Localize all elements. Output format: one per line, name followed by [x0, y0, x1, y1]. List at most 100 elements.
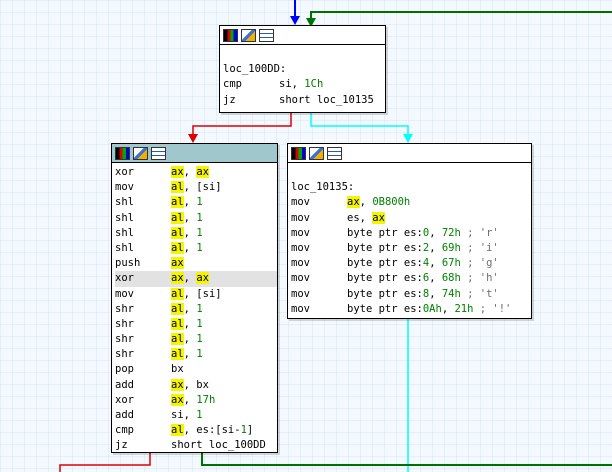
xref-list-icon[interactable]	[327, 146, 342, 160]
numeric-operand[interactable]: 2	[422, 241, 430, 254]
xref-list-icon[interactable]	[151, 146, 166, 160]
mnemonic[interactable]: shl	[115, 196, 134, 209]
mnemonic[interactable]: mov	[291, 241, 310, 254]
mnemonic[interactable]: shl	[115, 226, 134, 239]
mnemonic[interactable]: shr	[115, 348, 134, 361]
register-operand[interactable]: al	[171, 287, 184, 300]
instruction-row[interactable]: loc_10135:	[291, 180, 531, 195]
register-operand[interactable]: ax	[196, 272, 209, 285]
numeric-operand[interactable]: 6	[422, 272, 430, 285]
register-operand[interactable]: al	[171, 424, 184, 437]
numeric-operand[interactable]: 4	[422, 257, 430, 270]
mnemonic[interactable]: shl	[115, 241, 134, 254]
register-operand[interactable]: ax	[171, 393, 184, 406]
graph-overview-icon[interactable]	[291, 146, 306, 160]
edit-node-icon[interactable]	[241, 28, 256, 42]
register-operand[interactable]: al	[171, 317, 184, 330]
numeric-operand[interactable]: 68h	[441, 272, 461, 285]
register-operand[interactable]: al	[171, 196, 184, 209]
graph-overview-icon[interactable]	[115, 146, 130, 160]
register-operand[interactable]: al	[171, 348, 184, 361]
mnemonic[interactable]: cmp	[115, 424, 134, 437]
mnemonic[interactable]: mov	[115, 181, 134, 194]
numeric-operand[interactable]: 1	[196, 196, 203, 209]
mnemonic[interactable]: pop	[115, 363, 134, 376]
mnemonic[interactable]: xor	[115, 166, 134, 178]
mnemonic[interactable]: shr	[115, 333, 134, 346]
mnemonic[interactable]: mov	[291, 272, 310, 285]
numeric-operand[interactable]: 74h	[441, 287, 461, 300]
numeric-operand[interactable]: 1	[240, 424, 247, 437]
register-operand[interactable]: al	[171, 302, 184, 315]
numeric-operand[interactable]: 1	[196, 348, 203, 361]
register-operand[interactable]: ax	[196, 166, 209, 178]
numeric-operand[interactable]: 67h	[441, 257, 461, 270]
numeric-operand[interactable]: 0B800h	[372, 196, 411, 209]
mnemonic[interactable]: mov	[291, 257, 310, 270]
mnemonic[interactable]: mov	[291, 211, 310, 224]
instruction-row[interactable]	[291, 165, 531, 180]
numeric-operand[interactable]: 0Ah	[422, 302, 442, 315]
numeric-operand[interactable]: 1	[196, 409, 203, 421]
numeric-operand[interactable]: 0	[422, 226, 430, 239]
mnemonic[interactable]: shr	[115, 302, 134, 315]
mnemonic[interactable]: xor	[115, 393, 134, 406]
mnemonic[interactable]: add	[115, 409, 134, 421]
graph-overview-icon[interactable]	[223, 28, 238, 42]
instruction-row[interactable]	[223, 47, 385, 62]
mnemonic[interactable]: mov	[291, 287, 310, 300]
instruction-row[interactable]: loc_100DD:	[223, 62, 385, 77]
numeric-operand[interactable]: 8	[422, 287, 430, 300]
mnemonic[interactable]: shr	[115, 317, 134, 330]
numeric-operand[interactable]: 17h	[196, 393, 216, 406]
register-operand[interactable]: al	[171, 333, 184, 346]
register-operand[interactable]: al	[171, 181, 184, 194]
register-operand[interactable]: ax	[171, 272, 184, 285]
numeric-operand[interactable]: 1	[196, 333, 203, 346]
register-operand[interactable]: ax	[171, 166, 184, 178]
numeric-operand[interactable]: 69h	[441, 241, 461, 254]
numeric-operand[interactable]: 1	[196, 211, 203, 224]
numeric-operand[interactable]: 1	[196, 302, 203, 315]
mnemonic[interactable]: add	[115, 378, 134, 391]
xref-list-icon[interactable]	[259, 28, 274, 42]
register-operand[interactable]: ax	[372, 211, 385, 224]
edit-node-icon[interactable]	[309, 146, 324, 160]
mnemonic[interactable]: xor	[115, 272, 134, 285]
register-operand[interactable]: ax	[347, 196, 360, 209]
mnemonic[interactable]: jz	[115, 439, 128, 452]
mnemonic[interactable]: mov	[291, 302, 310, 315]
numeric-operand[interactable]: 1	[196, 317, 203, 330]
mnemonic[interactable]: push	[115, 257, 141, 270]
numeric-operand[interactable]: 1	[196, 241, 203, 254]
edit-node-icon[interactable]	[133, 146, 148, 160]
register-operand[interactable]: al	[171, 211, 184, 224]
code-label[interactable]: loc_100DD:	[223, 63, 287, 76]
mnemonic[interactable]: mov	[291, 226, 310, 239]
mnemonic[interactable]: mov	[291, 196, 310, 209]
